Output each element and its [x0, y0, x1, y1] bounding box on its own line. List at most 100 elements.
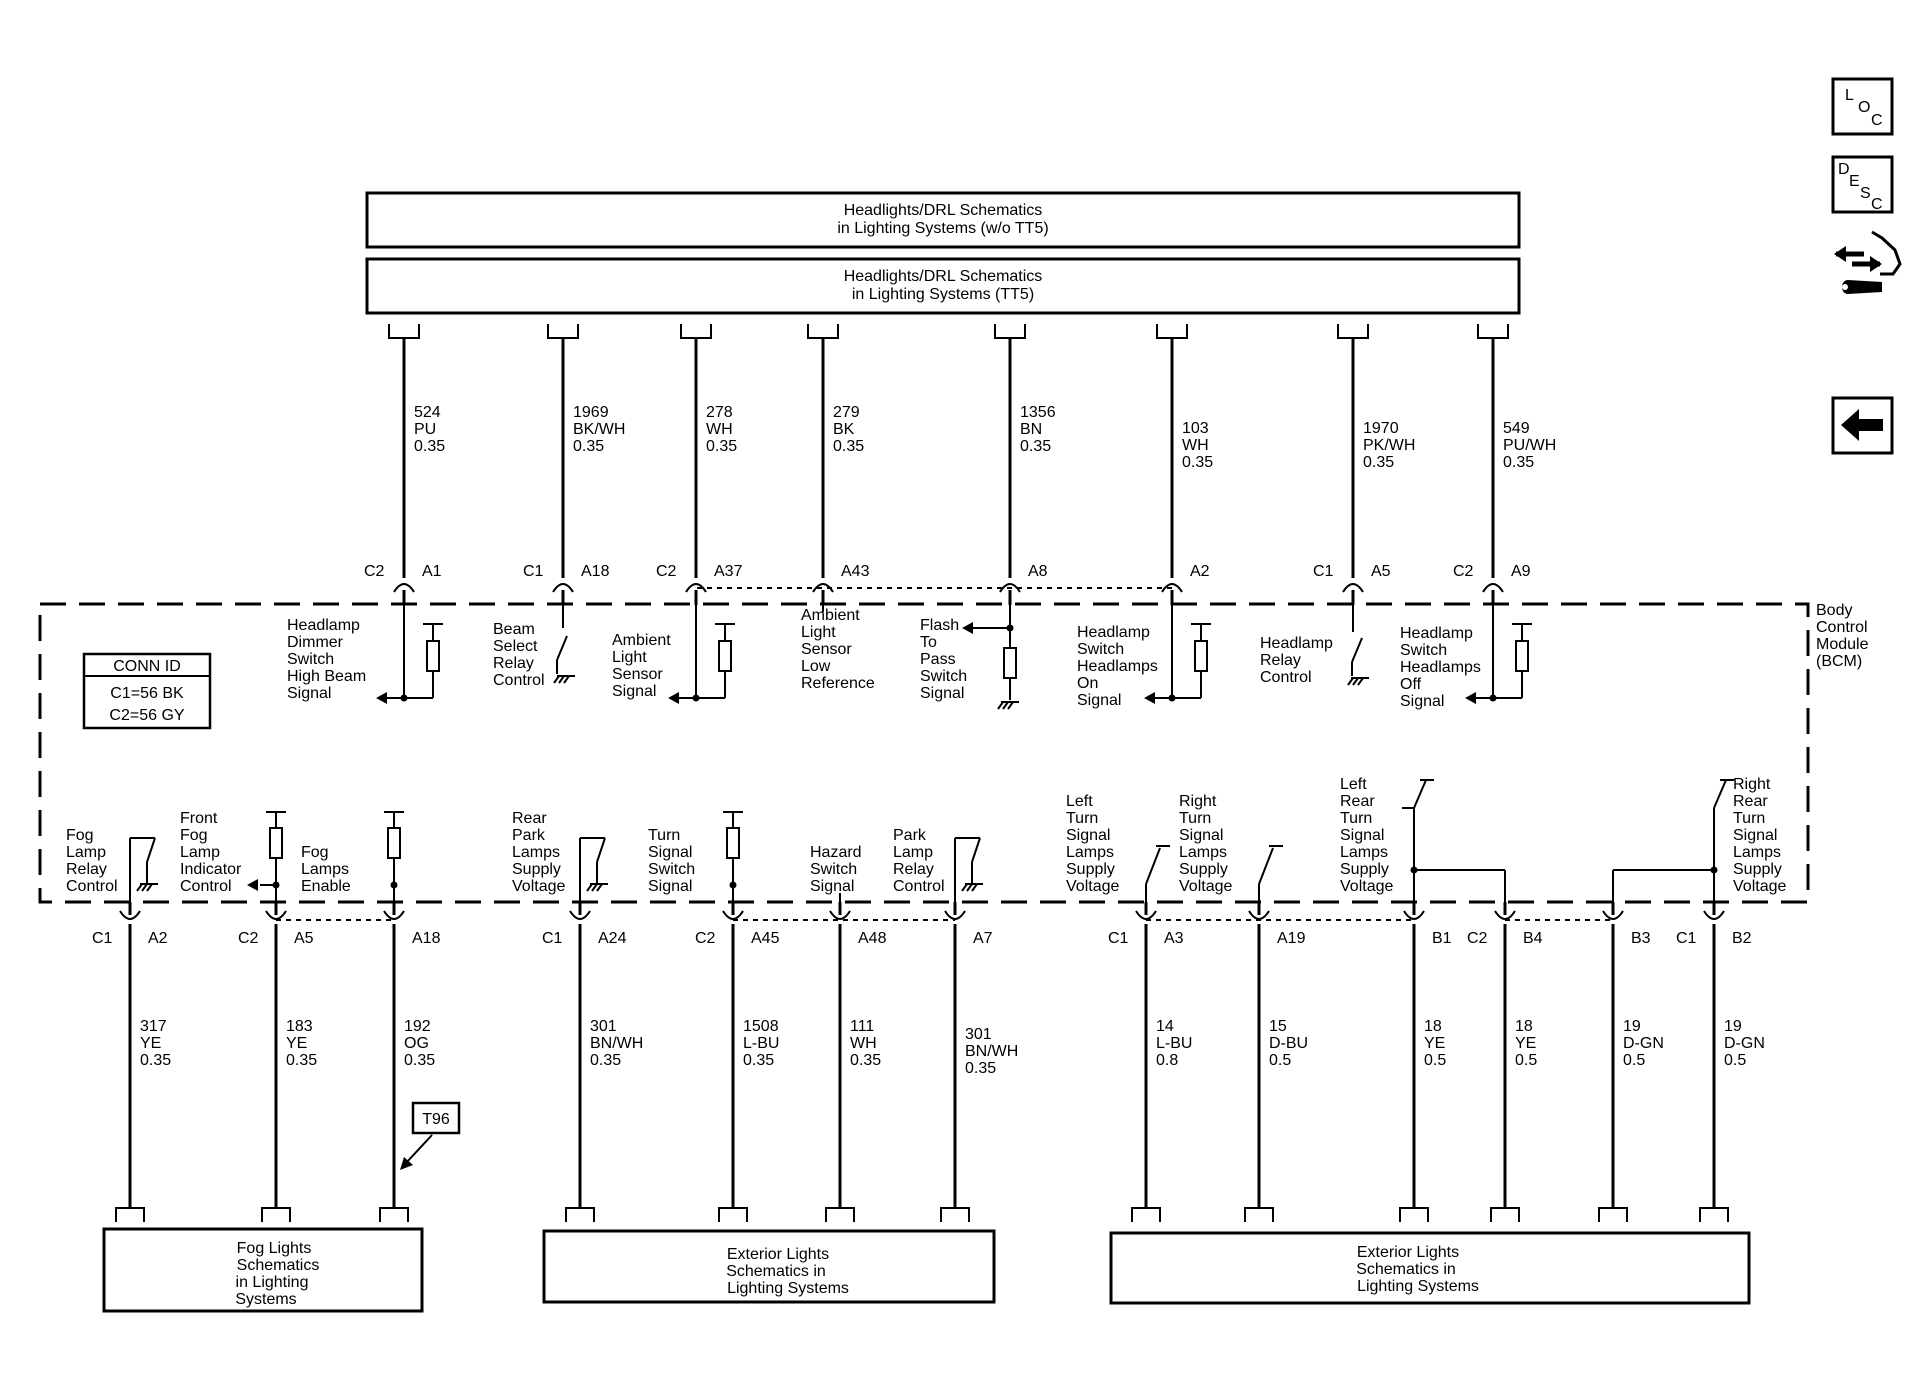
svg-text:Exterior Lights: Exterior Lights: [727, 1246, 829, 1263]
bottom-wire-gauge: 0.35: [404, 1052, 435, 1069]
top-wire-connector: C2: [1453, 563, 1474, 580]
bottom-wire-connector: C2: [695, 930, 716, 947]
top-wire-desc-line: Reference: [801, 675, 875, 692]
top-wire-circuit: 1970: [1363, 420, 1399, 437]
bottom-wire-circuit: 192: [404, 1018, 431, 1035]
t96-callout[interactable]: T96: [400, 1101, 461, 1170]
top-wire-circuit: 1969: [573, 404, 609, 421]
top-box-2-line2: in Lighting Systems (TT5): [852, 286, 1034, 303]
bottom-box-fog-lights[interactable]: Fog Lights Schematics in Lighting System…: [102, 1227, 424, 1313]
connector-repair-button[interactable]: [1834, 230, 1902, 294]
bottom-wire-desc-line: Fog: [66, 827, 94, 844]
top-wire-gauge: 0.35: [414, 438, 445, 455]
top-wire-desc-line: Sensor: [801, 641, 852, 658]
bottom-wire-color: YE: [286, 1035, 307, 1052]
bottom-wire-pin: A7: [973, 930, 993, 947]
back-button[interactable]: [1831, 396, 1894, 455]
bottom-wire-pin: A24: [598, 930, 627, 947]
bottom-wire-desc-line: Fog: [180, 827, 208, 844]
top-wire-color: PK/WH: [1363, 437, 1415, 454]
bottom-wire-color: D-BU: [1269, 1035, 1308, 1052]
top-schematic-box-1[interactable]: Headlights/DRL Schematics in Lighting Sy…: [365, 191, 1521, 249]
top-wire-desc-line: Switch: [1400, 642, 1447, 659]
bottom-wire-desc-line: Indicator: [180, 861, 242, 878]
bottom-wire-desc-line: Lamps: [1179, 844, 1227, 861]
bottom-box-exterior-lights-2[interactable]: Exterior Lights Schematics in Lighting S…: [1109, 1231, 1751, 1305]
bottom-wire-connector: C1: [92, 930, 113, 947]
top-wire-gauge: 0.35: [573, 438, 604, 455]
bottom-box-exterior-lights-1[interactable]: Exterior Lights Schematics in Lighting S…: [542, 1229, 996, 1304]
bottom-wire-pin: A19: [1277, 930, 1306, 947]
connector-repair-icon: [1834, 230, 1902, 294]
bottom-wire-gauge: 0.5: [1424, 1052, 1446, 1069]
bottom-wire-circuit: 18: [1424, 1018, 1442, 1035]
bottom-wire-circuit: 111: [850, 1018, 874, 1035]
bottom-wire-desc-line: Voltage: [1340, 878, 1393, 895]
loc-button[interactable]: L O C: [1831, 77, 1894, 136]
bottom-wire-desc-line: Signal: [810, 878, 854, 895]
bottom-wire-pin: A48: [858, 930, 887, 947]
top-wire-desc-line: Ambient: [801, 607, 860, 624]
top-wire-desc-line: Beam: [493, 621, 535, 638]
top-box-1-line1: Headlights/DRL Schematics: [844, 202, 1043, 219]
bottom-wire-circuit: 301: [965, 1026, 992, 1043]
svg-text:Fog Lights: Fog Lights: [237, 1240, 312, 1257]
svg-text:Schematics in: Schematics in: [726, 1263, 826, 1280]
top-wire-desc-line: Select: [493, 638, 538, 655]
svg-text:Systems: Systems: [235, 1291, 296, 1308]
top-wire-circuit: 524: [414, 404, 441, 421]
svg-text:Schematics: Schematics: [237, 1257, 320, 1274]
top-wire-color: PU: [414, 421, 436, 438]
bottom-wire-gauge: 0.5: [1269, 1052, 1291, 1069]
top-schematic-box-2[interactable]: Headlights/DRL Schematics in Lighting Sy…: [365, 257, 1521, 315]
bottom-wire-pin: B1: [1432, 930, 1452, 947]
top-wire-circuit: 1356: [1020, 404, 1056, 421]
top-wire-desc-line: Off: [1400, 676, 1422, 693]
bottom-wire-desc-line: Right: [1179, 793, 1217, 810]
pull-up-resistor: [269, 827, 283, 859]
top-box-1-line2: in Lighting Systems (w/o TT5): [837, 220, 1048, 237]
top-wire-desc-line: Dimmer: [287, 634, 344, 651]
top-wire-desc-line: Headlamps: [1400, 659, 1481, 676]
top-wire-pin: A9: [1511, 563, 1531, 580]
loc-icon: L O C: [1845, 87, 1883, 129]
top-wire-circuit: 278: [706, 404, 733, 421]
top-wire-gauge: 0.35: [1503, 454, 1534, 471]
bottom-wire-gauge: 0.5: [1623, 1052, 1645, 1069]
bottom-wire-connector: C1: [1676, 930, 1697, 947]
bottom-wire-gauge: 0.5: [1724, 1052, 1746, 1069]
bottom-wire-b3[interactable]: 19D-GN0.5B3: [1598, 902, 1664, 1222]
top-wire-desc-line: Signal: [287, 685, 331, 702]
desc-button[interactable]: D E S C: [1831, 155, 1894, 214]
top-wire-pin: A37: [714, 563, 743, 580]
bottom-wire-desc-line: Voltage: [512, 878, 565, 895]
top-wire-connector: C2: [364, 563, 385, 580]
bottom-wire-desc-line: Supply: [1733, 861, 1782, 878]
bottom-wire-gauge: 0.5: [1515, 1052, 1537, 1069]
top-wire-desc-line: Signal: [1400, 693, 1444, 710]
top-wire-gauge: 0.35: [1182, 454, 1213, 471]
bottom-wire-circuit: 183: [286, 1018, 313, 1035]
bottom-wire-gauge: 0.35: [286, 1052, 317, 1069]
